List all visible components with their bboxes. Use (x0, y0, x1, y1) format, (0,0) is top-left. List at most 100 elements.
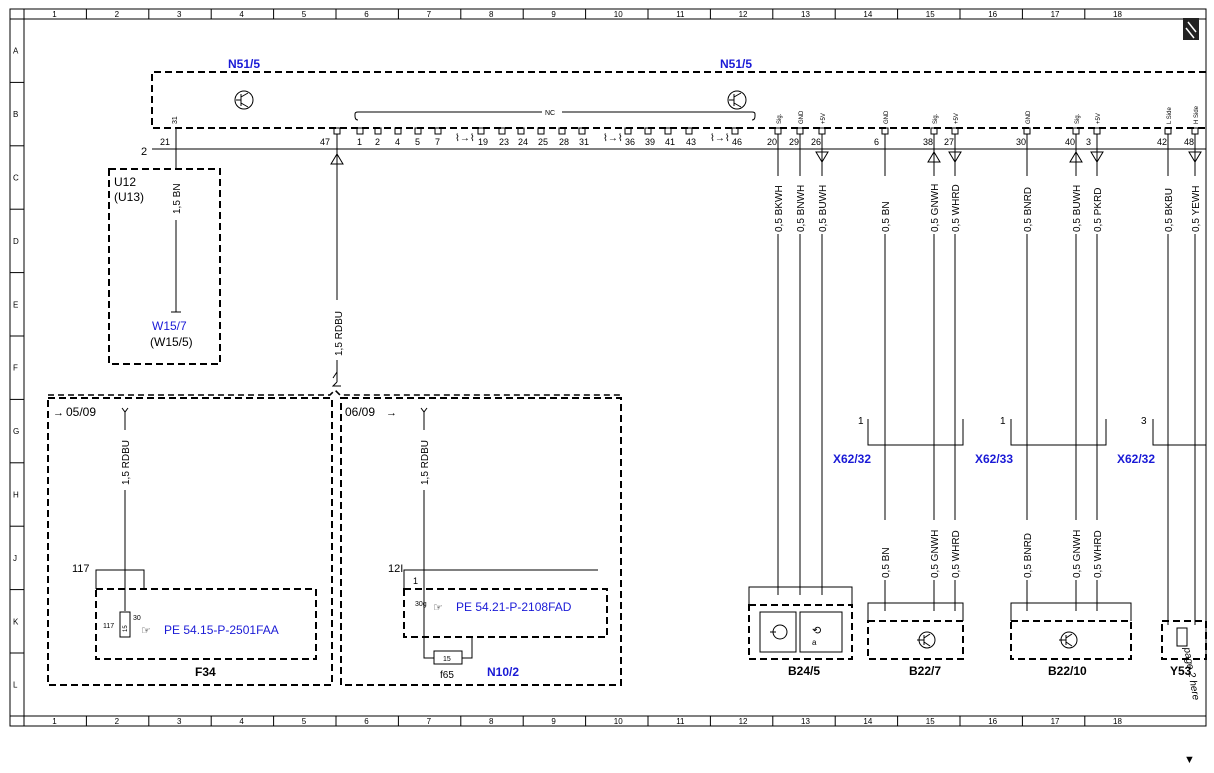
wire-label: 0,5 GNWH (1072, 530, 1083, 578)
b22-7-box (867, 620, 964, 660)
column-label: 13 (801, 717, 810, 726)
column-label: 15 (926, 10, 935, 19)
node-12i: 12I (388, 563, 403, 575)
n10-box (403, 588, 608, 638)
row-label: B (13, 110, 18, 119)
n51-unit-box (151, 71, 1206, 129)
pin-number: 3 (1086, 137, 1091, 147)
y53-label: Y53 (1170, 664, 1192, 678)
column-label: 15 (926, 717, 935, 726)
fuse-pin-30: 30 (133, 615, 141, 622)
nc-label: NC (545, 110, 555, 117)
f65-label: f65 (440, 670, 454, 681)
wire-label: 0,5 BN (881, 547, 892, 578)
nc-pin: 5 (415, 137, 420, 147)
pin-function: GND (884, 110, 890, 124)
nc-pin: 4 (395, 137, 400, 147)
wire-label-47: 1,5 RDBU (334, 311, 345, 356)
pointer-icon[interactable]: ☞ (141, 625, 151, 637)
column-ruler: 1122334455667788991010111112121313141415… (23, 9, 1122, 726)
column-label: 17 (1051, 717, 1060, 726)
signal-in-arrow (1069, 151, 1083, 163)
column-label: 17 (1051, 10, 1060, 19)
n10-2-label[interactable]: N10/2 (487, 665, 519, 679)
signal-out-arrow (948, 151, 962, 163)
n51-label-left[interactable]: N51/5 (228, 57, 260, 71)
wire-label: 0,5 PKRD (1093, 188, 1104, 232)
column-label: 16 (988, 717, 997, 726)
wire-label: 0,5 YEWH (1191, 186, 1202, 233)
nc-pin: 46 (732, 137, 742, 147)
b24-5-box (748, 604, 853, 660)
pe-link-f34[interactable]: PE 54.15-P-2501FAA (164, 623, 279, 637)
nc-pin: 24 (518, 137, 528, 147)
node-1: 1 (413, 576, 418, 586)
bus-number: 2 (141, 146, 147, 158)
signal-out-arrow (1090, 151, 1104, 163)
f34-box (95, 588, 317, 660)
pointer-icon[interactable]: ☞ (433, 602, 443, 614)
transistor-icon (234, 90, 254, 110)
column-label: 1 (52, 717, 57, 726)
page-turn-icon[interactable] (1183, 18, 1199, 40)
row-label: E (13, 300, 18, 309)
column-label: 11 (676, 717, 685, 726)
row-label: K (13, 617, 19, 626)
ref-right[interactable]: 06/09 (345, 405, 375, 419)
valve-icon (1176, 627, 1188, 647)
row-label: G (13, 427, 19, 436)
signal-in-arrow (330, 153, 344, 165)
column-label: 6 (364, 717, 369, 726)
pin-function: H Side (1194, 105, 1200, 124)
fuse-pin-117: 117 (103, 623, 114, 630)
x62-32-label-b[interactable]: X62/32 (1117, 452, 1155, 466)
row-label: L (13, 681, 18, 690)
column-label: 8 (489, 10, 494, 19)
ref-left[interactable]: 05/09 (66, 405, 96, 419)
u13-label: (U13) (114, 190, 144, 204)
wire-label-n10: 1,5 RDBU (420, 440, 431, 485)
x62-32-connector: 1 (858, 416, 964, 446)
yaw-icon: ⟲ (812, 625, 821, 637)
n10-region (340, 397, 622, 686)
fuse-value: 15 (123, 625, 129, 632)
wire-label: 0,5 GNWH (930, 184, 941, 232)
x62-32-label-a[interactable]: X62/32 (833, 452, 871, 466)
arrow-down-icon[interactable]: ▼ (1184, 754, 1195, 766)
pin-number: 48 (1184, 137, 1194, 147)
nc-pin: 41 (665, 137, 675, 147)
nc-pin: 31 (579, 137, 589, 147)
wire-label-f34: 1,5 RDBU (121, 440, 132, 485)
pe-link-n10[interactable]: PE 54.21-P-2108FAD (456, 600, 572, 614)
wire-label: 0,5 BKBU (1164, 188, 1175, 232)
row-label: C (13, 174, 19, 183)
b22-7-label: B22/7 (909, 664, 941, 678)
fuse-icon (119, 611, 131, 638)
column-label: 9 (551, 10, 556, 19)
column-label: 10 (614, 10, 623, 19)
u12-label: U12 (114, 175, 136, 189)
column-label: 5 (302, 717, 307, 726)
pin-number: 42 (1157, 137, 1167, 147)
column-label: 10 (614, 717, 623, 726)
svg-text:1: 1 (1000, 416, 1006, 427)
column-label: 4 (239, 717, 244, 726)
pin-number: 29 (789, 137, 799, 147)
column-label: 16 (988, 10, 997, 19)
ref-arrow-left: → (53, 407, 64, 419)
n51-label-right[interactable]: N51/5 (720, 57, 752, 71)
f34-label: F34 (195, 665, 216, 679)
nc-pin: 25 (538, 137, 548, 147)
x62-33-label[interactable]: X62/33 (975, 452, 1013, 466)
pin-number: 6 (874, 137, 879, 147)
nc-pin: 19 (478, 137, 488, 147)
x62-32-connector-b: 3 (1141, 416, 1206, 446)
pin-function: +5V (954, 113, 960, 124)
b24-5-label: B24/5 (788, 664, 820, 678)
nc-pin: 23 (499, 137, 509, 147)
row-label: D (13, 237, 19, 246)
w15-7-label[interactable]: W15/7 (152, 319, 187, 333)
pin-function: Sig. (933, 113, 939, 124)
